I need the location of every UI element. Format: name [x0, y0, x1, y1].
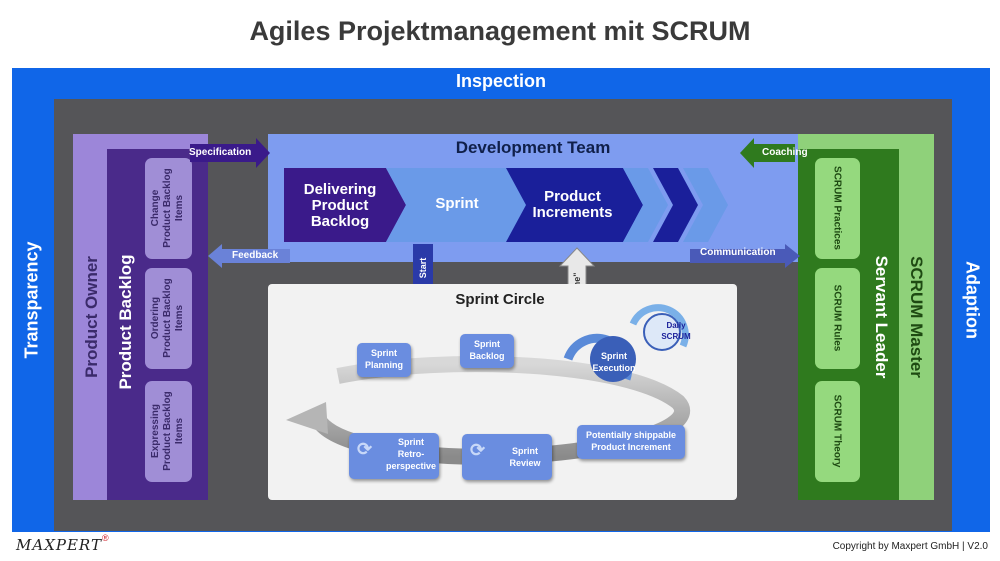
specification-label: Specification — [189, 147, 252, 158]
sprint-label: Sprint — [435, 195, 479, 212]
chevron-deco-2 — [653, 168, 698, 242]
sprint-retro-box: ⟳ — [349, 433, 439, 479]
delivering-chevron — [284, 168, 406, 242]
sprint-review-label: Sprint Review — [509, 446, 541, 468]
communication-arrow — [690, 244, 800, 268]
scrum-practices-pill — [815, 158, 860, 259]
chevron-deco-3 — [683, 168, 728, 242]
maxpert-logo: MAXPERT — [16, 536, 102, 554]
sprint-circle-title: Sprint Circle — [455, 291, 545, 308]
feedback-arrow — [208, 244, 290, 268]
sprint-review-box: ⟳ — [462, 434, 552, 480]
specification-arrow — [190, 138, 270, 168]
sprint-planning-step: Sprint Planning — [357, 343, 411, 377]
scrum-rules-pill — [815, 268, 860, 369]
copyright-text: Copyright by Maxpert GmbH | V2.0 — [832, 541, 988, 552]
coaching-label: Coaching — [762, 147, 808, 158]
sprint-cycle-arrowhead — [286, 402, 328, 434]
increment-chevron — [506, 168, 643, 242]
sprint-execution-step: Sprint Execution — [592, 351, 636, 373]
change-items-pill — [145, 158, 192, 259]
chevron-deco-1 — [623, 168, 668, 242]
sprint-retro-label: Sprint Retro- perspective — [385, 437, 437, 471]
refresh-icon: ⟳ — [470, 440, 486, 460]
daily-core — [643, 313, 681, 351]
development-pipeline — [284, 168, 728, 242]
coaching-arrow — [740, 138, 795, 168]
daily-scrum-step: Daily SCRUM — [661, 321, 691, 341]
scrum-theory-pill — [815, 381, 860, 482]
shippable-increment-step: Potentially shippable Product Increment — [577, 425, 685, 459]
execution-core — [590, 336, 636, 382]
communication-label: Communication — [700, 247, 776, 258]
product-increments-label: Product Increments — [532, 188, 613, 221]
refresh-icon: ⟳ — [357, 439, 373, 459]
inspection-label: Inspection — [455, 71, 546, 91]
expressing-items-pill — [145, 381, 192, 482]
daily-loop — [629, 304, 689, 348]
sprint-chevron — [386, 168, 528, 242]
delivering-backlog-label: Delivering Product Backlog — [303, 181, 377, 230]
development-team-title: Development Team — [455, 138, 611, 157]
ordering-items-pill — [145, 268, 192, 369]
page-title: Agiles Projektmanagement mit SCRUM — [249, 16, 751, 46]
sprint-backlog-step: Sprint Backlog — [460, 334, 514, 368]
logo-registered-icon: ® — [102, 533, 109, 543]
feedback-label: Feedback — [232, 250, 279, 261]
start-label: Start — [418, 257, 428, 279]
